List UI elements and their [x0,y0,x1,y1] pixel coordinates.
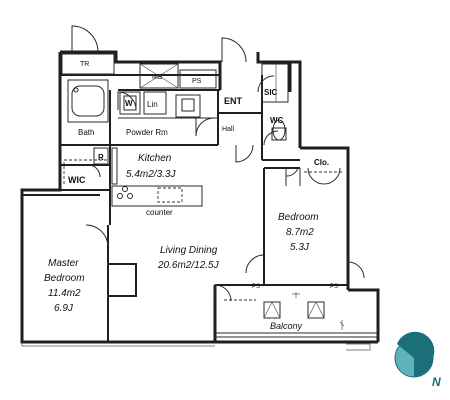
sic-label: SIC [264,88,278,97]
lin-label: Lin [147,100,158,109]
clo-label: Clo. [314,158,329,167]
kitchen-area: 5.4m2/3.3J [126,169,176,180]
living-name: Living Dining [160,245,218,256]
north-label: N [432,375,441,389]
master-area-j: 6.9J [54,303,74,314]
powder-label: Powder Rm [126,128,168,137]
master-area-m2: 11.4m2 [48,288,81,299]
fixtures [21,53,378,351]
room-labels: TR MB PS ENT SIC W Lin Hall WC Bath Powd… [44,61,338,331]
mb-label: MB [152,74,163,81]
counter-label: counter [146,208,173,217]
master-line1: Master [48,258,79,269]
r-label: R [98,153,104,162]
bedroom-name: Bedroom [278,212,319,223]
ent-label: ENT [224,96,243,106]
kitchen-name: Kitchen [138,153,172,164]
ps-label-right: PS [330,284,338,290]
north-compass: N [394,331,441,389]
hall-label: Hall [222,126,235,133]
master-line2: Bedroom [44,273,85,284]
w-label: W [125,99,133,108]
wc-label: WC [270,116,284,125]
balcony-label: Balcony [270,321,303,331]
tr-label: TR [80,61,89,68]
ps-label-left: PS [252,284,260,290]
wic-label: WIC [68,175,86,185]
bedroom-area-j: 5.3J [290,242,310,253]
living-area: 20.6m2/12.5J [157,260,220,271]
bedroom-area-m2: 8.7m2 [286,227,314,238]
ps-label-top: PS [192,78,202,85]
bath-label: Bath [78,128,94,137]
